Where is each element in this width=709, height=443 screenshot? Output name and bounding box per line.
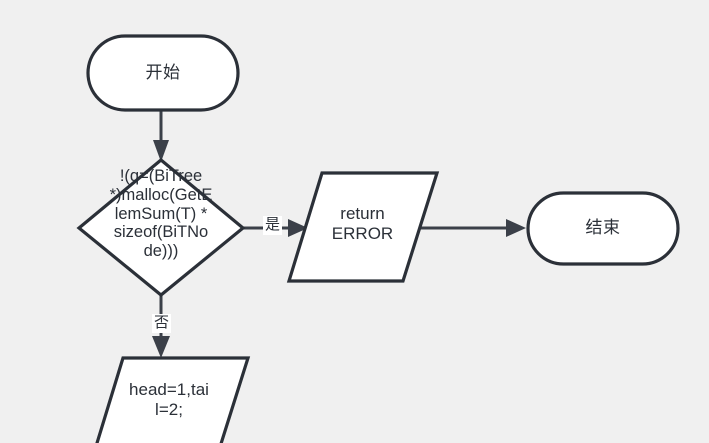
edge-return-error-to-end xyxy=(420,219,526,237)
node-start[interactable] xyxy=(86,34,240,112)
edge-label-no: 否 xyxy=(152,314,172,333)
edge-start-to-decision xyxy=(153,110,169,162)
node-end[interactable] xyxy=(526,191,680,266)
node-init-vars[interactable] xyxy=(90,356,251,443)
node-return-error[interactable] xyxy=(286,171,440,283)
node-decision[interactable] xyxy=(76,157,246,298)
edge-label-yes: 是 xyxy=(263,216,283,235)
